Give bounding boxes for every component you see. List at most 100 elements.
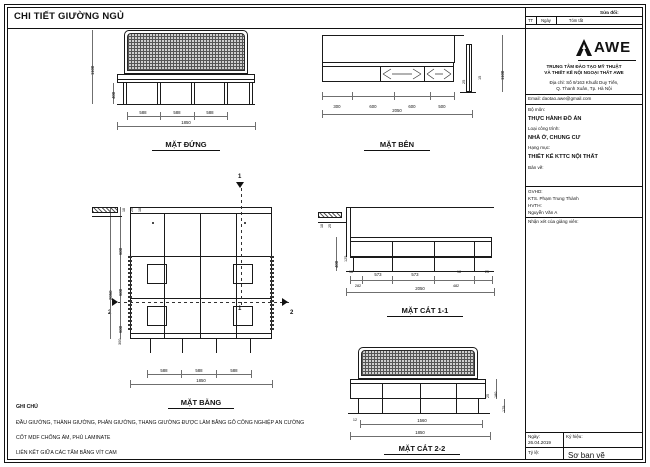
plan-dim-h-tick-1	[147, 370, 148, 378]
elevation-leg-5b	[252, 83, 253, 104]
section2-caption-underline	[384, 454, 460, 455]
section1-dim-573-1: 573	[374, 272, 382, 277]
section1-dim-25b: 25	[485, 270, 489, 274]
plan-grid-h3	[130, 333, 272, 334]
section1-bottom-line	[350, 257, 492, 258]
plan-point-1	[152, 222, 154, 224]
sideview-dim-tick-4	[430, 92, 431, 100]
info-label-hangmuc: Hạng mục:	[528, 145, 551, 150]
section1-dim-tick-5	[474, 276, 475, 284]
section2-caption: MẶT CẮT 2-2	[398, 444, 446, 453]
plan-dim-h-tick-4	[251, 370, 252, 378]
section2-dim-25: 25	[486, 394, 490, 398]
sideview-right-edge	[454, 35, 455, 63]
section1-left-post	[346, 207, 347, 257]
plan-chain-left	[128, 256, 132, 332]
section2-dim-h-line-1	[360, 424, 482, 425]
titleblock-divider-3	[525, 186, 643, 187]
elevation-dim-v-line-1100	[92, 30, 93, 104]
section1-left-post-2	[350, 207, 351, 257]
section2-dim-total-tick-r	[490, 432, 491, 440]
section1-caption-underline	[387, 316, 463, 317]
elevation-headboard-frame	[124, 30, 248, 74]
plan-dim-25-top: 25	[130, 208, 134, 212]
elevation-dim-tick-4	[227, 112, 228, 120]
section1-dim-18a: 18	[349, 270, 353, 274]
elevation-dim-h-line-1	[127, 116, 227, 117]
elevation-dim-h-line-total	[117, 126, 255, 127]
plan-dim-600-2: 600	[118, 288, 123, 296]
elevation-dim-588-2: 588	[173, 110, 181, 115]
sideview-dim-tick-2	[352, 92, 353, 100]
section2-leg-3	[420, 399, 421, 413]
titleblock-divider-5	[525, 432, 643, 433]
section2-body	[350, 379, 486, 399]
sideview-body-topline	[322, 66, 454, 67]
elevation-dim-400: 400	[111, 91, 116, 99]
sideview-dim-tick-total-r	[472, 110, 473, 118]
section1-dim-573-2: 573	[411, 272, 419, 277]
section2-leg-1	[358, 399, 359, 413]
section2-dim-1850: 1850	[415, 430, 425, 435]
section2-dim-tick-1	[360, 420, 361, 428]
plan-caption: MẶT BẰNG	[180, 398, 222, 407]
section2-dim-total-tick-l	[350, 432, 351, 440]
plan-point-2	[244, 222, 246, 224]
elevation-leg-3a	[191, 83, 192, 104]
plan-dim-588-1: 588	[160, 368, 168, 373]
logo-underline	[578, 60, 636, 61]
sideview-divider-1	[380, 66, 381, 82]
revision-header-label: Sửa đổi:	[600, 10, 619, 15]
elevation-dim-tick-total-l	[117, 122, 118, 130]
plan-dim-1850: 1850	[196, 378, 206, 383]
sideview-dim-600-2: 600	[408, 104, 416, 109]
info-label-bomon: Bộ môn:	[528, 107, 546, 112]
sideview-dim-300: 300	[333, 104, 341, 109]
plan-chain-right	[270, 256, 274, 332]
section2-leg-2	[382, 399, 383, 413]
plan-section-arrow-2-right	[282, 298, 288, 306]
section2-floor-line	[348, 413, 490, 414]
plan-grid-v2	[200, 213, 201, 339]
footer-col-sep-2	[563, 447, 564, 460]
section1-leg-1	[353, 257, 354, 271]
sideview-door-symbol-2	[426, 68, 452, 80]
revision-col-sep-1	[536, 16, 537, 24]
sideview-caption-underline	[364, 150, 430, 151]
section1-dim-total-tick-r	[494, 288, 495, 296]
section1-divider-3	[474, 241, 475, 257]
section1-floor-line	[346, 271, 494, 272]
footer-sheet-label: Sơ ban vẽ	[568, 451, 605, 460]
section2-dim-h-line-total	[350, 436, 490, 437]
sideview-dim-15: 15	[478, 75, 482, 80]
title-block-panel	[525, 7, 643, 460]
section1-leg-4	[474, 257, 475, 271]
credits-hvth-label: HVTH:	[528, 203, 542, 208]
section2-shelf-line	[350, 383, 486, 384]
section1-dim-18b: 18	[457, 270, 461, 274]
plan-grid-v1	[164, 213, 165, 339]
footer-sign-label: Ký hiệu:	[566, 434, 583, 439]
section1-dim-h-line-1	[350, 280, 492, 281]
elevation-base-midline	[117, 79, 255, 80]
footer-scale-label: Tỷ lệ:	[528, 450, 540, 455]
plan-grid-h2	[130, 298, 272, 299]
notes-title: GHI CHÚ	[16, 404, 38, 410]
plan-dim-18-top: 18	[122, 208, 126, 212]
sideview-dim-1100: 1100	[500, 70, 505, 80]
section1-dim-h-line-total	[346, 292, 494, 293]
credits-gvhd-label: GVHD:	[528, 189, 543, 194]
plan-section-mark-2-left: 2	[108, 310, 111, 316]
notes-line-3: LIÊN KẾT GIỮA CÁC TẤM BẰNG VÍT CAM	[16, 450, 117, 456]
revision-divider-1	[525, 16, 643, 17]
section1-dim-tick-2	[362, 276, 363, 284]
elevation-leg-4b	[227, 83, 228, 104]
section1-detail-line	[318, 222, 346, 223]
sideview-top-line	[322, 35, 464, 36]
section2-dim-1560: 1560	[417, 418, 427, 423]
plan-grid-h1	[130, 256, 272, 257]
elevation-leg-2b	[160, 83, 161, 104]
section2-dim-180: 180	[494, 391, 498, 398]
sideview-dim-tick-5	[454, 92, 455, 100]
revision-col-tt: TT	[527, 17, 534, 23]
